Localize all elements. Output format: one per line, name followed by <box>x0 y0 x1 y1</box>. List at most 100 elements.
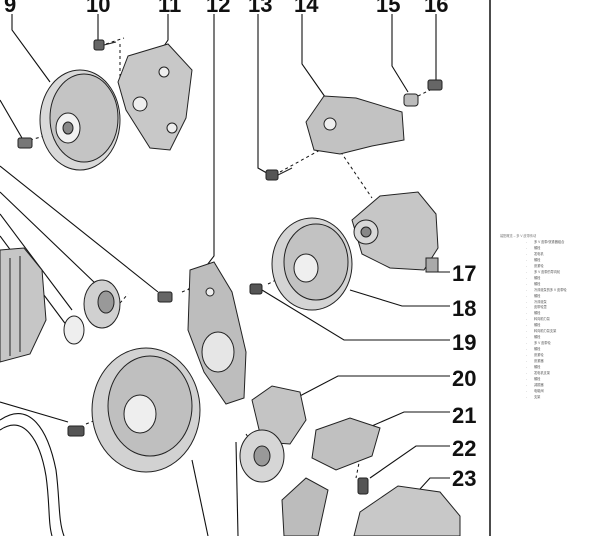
legend-item-label: 冷却液泵 <box>534 299 547 304</box>
legend-item-dash: - <box>526 311 528 316</box>
legend-item-label: 螺栓 <box>534 347 541 352</box>
legend-item: -冷却液泵的多 V 皮带轮 <box>526 288 606 294</box>
legend-item-dash: - <box>526 275 528 280</box>
tensioner-part-20 <box>239 385 307 483</box>
legend-item-label: 转向助力泵支架 <box>534 329 557 334</box>
callout-17: 17 <box>452 261 476 286</box>
callout-12: 12 <box>206 0 230 17</box>
legend-item: - 螺栓 <box>526 323 606 329</box>
legend-item: - 减振器 <box>526 383 606 389</box>
legend-item-label: 多 V 皮带的导向轮 <box>534 269 561 274</box>
legend-item-label: 张紧轮 <box>534 263 544 268</box>
callout-20: 20 <box>452 366 476 391</box>
bolt-part-16 <box>427 79 443 91</box>
legend-item-dash: - <box>526 245 528 250</box>
legend-item: -螺栓 <box>526 377 606 383</box>
legend-item: - 螺栓 <box>526 276 606 282</box>
legend-item-dash: - <box>526 305 528 310</box>
legend-item-label: 螺栓 <box>534 335 541 340</box>
callout-9: 9 <box>4 0 16 17</box>
legend-item-dash: - <box>526 293 528 298</box>
legend-item-label: 张紧轮 <box>534 353 544 358</box>
legend-item-dash: - <box>526 347 528 352</box>
legend-item: - 转向助力泵支架 <box>526 329 606 335</box>
legend-item: -电磁阀 <box>526 389 606 395</box>
damper-pulley <box>91 347 201 473</box>
legend-item-dash: - <box>526 329 528 334</box>
callout-16: 16 <box>424 0 448 17</box>
legend-item: - 张紧器 <box>526 359 606 365</box>
legend-item-dash: - <box>526 240 528 244</box>
legend-item-label: 发电机 <box>534 251 544 256</box>
legend-item-label: 螺栓 <box>534 275 541 280</box>
bracket-part-14 <box>305 95 405 155</box>
legend-title: 装配概览 – 多 V 皮带传动 <box>500 234 537 238</box>
legend-item: - 皮带轮罩 <box>526 305 606 311</box>
legend-item-label: 多 V 皮带轮 <box>534 341 551 346</box>
legend-item-dash: - <box>526 263 528 268</box>
legend-item-label: 螺栓 <box>534 293 541 298</box>
legend-item: - 多 V 皮带/张紧器组合 <box>526 240 606 246</box>
legend-item-dash: - <box>526 317 528 322</box>
legend-item: -螺栓 <box>526 365 606 371</box>
callout-10: 10 <box>86 0 110 17</box>
callout-23: 23 <box>452 466 476 491</box>
legend-item-label: 电磁阀 <box>534 388 544 393</box>
legend-item-label: 螺栓 <box>534 245 541 250</box>
legend-item-dash: - <box>526 359 528 364</box>
legend-item-dash: - <box>526 299 528 304</box>
legend-item: -发电机支架 <box>526 371 606 377</box>
legend-item: - 冷却液泵 <box>526 300 606 306</box>
legend-item: - 转向助力泵 <box>526 317 606 323</box>
legend-item-dash: - <box>526 376 528 381</box>
legend-item: - 支架 <box>526 395 606 401</box>
legend-item: - 螺栓 <box>526 335 606 341</box>
legend-item-label: 减振器 <box>534 382 544 387</box>
bolt-part-19 <box>249 283 263 295</box>
legend-item-dash: - <box>526 323 528 328</box>
callout-21: 21 <box>452 403 476 428</box>
callout-18: 18 <box>452 296 476 321</box>
legend-item-dash: - <box>526 335 528 340</box>
legend-item-dash: - <box>526 394 528 399</box>
legend-item-dash: - <box>526 269 528 274</box>
bracket-part-11 <box>117 43 193 151</box>
legend-item-label: 多 V 皮带/张紧器组合 <box>534 240 565 244</box>
legend-item-label: 螺栓 <box>534 311 541 316</box>
legend-item-label: 螺栓 <box>534 281 541 286</box>
legend-item-dash: - <box>526 257 528 262</box>
ribbed-belt <box>0 413 65 536</box>
legend-item: - 螺栓 <box>526 246 606 252</box>
bolt-part-left <box>17 137 33 149</box>
callout-19: 19 <box>452 330 476 355</box>
pulley-part-18 <box>271 217 353 311</box>
bracket-part-21 <box>311 417 381 471</box>
cover-part-12 <box>187 261 247 405</box>
legend-item: - 多 V 皮带轮 <box>526 341 606 347</box>
legend-item-label: 螺栓 <box>534 323 541 328</box>
legend-item-dash: - <box>526 353 528 358</box>
legend-item-dash: - <box>526 382 528 387</box>
legend-item-dash: - <box>526 365 528 370</box>
callout-15: 15 <box>376 0 400 17</box>
legend-item-label: 发电机支架 <box>534 370 550 375</box>
idler-pulley-left <box>63 279 121 345</box>
legend-list: -多 V 皮带/张紧器组合-螺栓-发电机-螺栓-张紧轮-多 V 皮带的导向轮-螺… <box>526 240 606 401</box>
bolt-part-13 <box>265 167 293 181</box>
legend-item-label: 支架 <box>534 394 541 399</box>
legend-item-dash: - <box>526 341 528 346</box>
bolt-part-center <box>157 291 173 303</box>
legend-item-label: 张紧器 <box>534 359 544 364</box>
legend-item: -螺栓 <box>526 282 606 288</box>
sleeve-part-15 <box>403 93 419 107</box>
legend-item-label: 冷却液泵的多 V 皮带轮 <box>534 287 567 292</box>
legend-item-label: 皮带轮罩 <box>534 305 547 310</box>
callout-22: 22 <box>452 436 476 461</box>
legend-item: - 螺栓 <box>526 311 606 317</box>
callout-11: 11 <box>158 0 181 17</box>
legend-item: - 螺栓 <box>526 294 606 300</box>
legend-item: - 螺栓 <box>526 347 606 353</box>
legend-item-label: 转向助力泵 <box>534 317 550 322</box>
bolt-part-damper <box>67 425 85 437</box>
